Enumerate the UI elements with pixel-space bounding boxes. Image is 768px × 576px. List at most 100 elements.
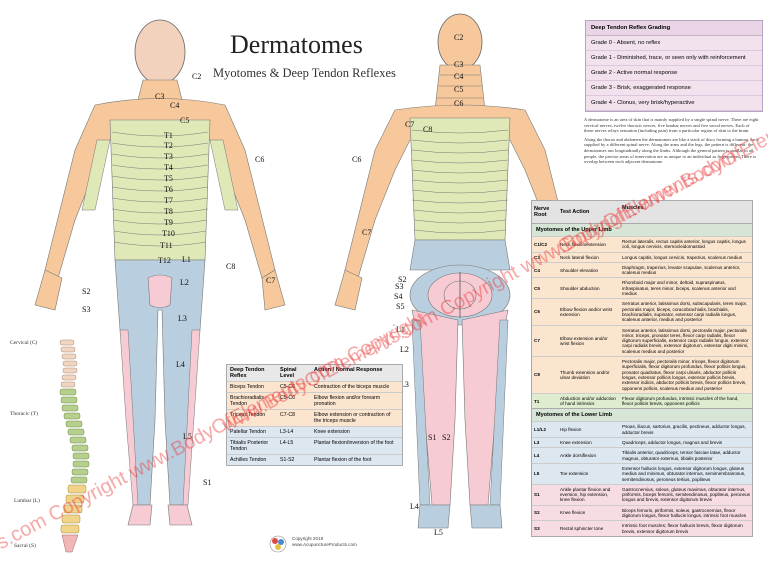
muscles-cell: Tibialis anterior, quadriceps, tensor fa… [622, 450, 741, 461]
upper-limb-title: Myotomes of the Upper Limb [532, 223, 752, 236]
response-cell: Elbow flexion and/or forearm pronation [314, 395, 381, 407]
nerve-root-cell: L1/L2 [534, 427, 546, 433]
muscles-cell: Gastrocnemius, soleus, gluteus maximus, … [622, 486, 750, 503]
nerve-root-cell: L5 [534, 471, 540, 477]
myotome-row: C5 Shoulder abduction Rhomboid major and m… [532, 277, 752, 299]
spinal-level-cell: C5-C6 [280, 395, 295, 401]
footer-copyright: Copyright 2018 [292, 536, 324, 541]
front-label-c3: C3 [155, 92, 165, 101]
header-level: Spinal Level [280, 367, 297, 379]
test-action-cell: Toe extension [560, 471, 589, 477]
back-label-l3: L3 [400, 380, 409, 389]
footer: Copyright 2018 www.AcupunctureProducts.c… [292, 536, 357, 548]
back-body [334, 13, 586, 529]
muscles-cell: Serratus anterior, latissimus dorsi, pec… [622, 327, 749, 354]
reflex-table: Deep Tendon Reflex Spinal Level Action /… [226, 364, 403, 466]
nerve-root-cell: S2 [534, 510, 540, 516]
spine-label-sacral: Sacral (S) [14, 543, 36, 549]
front-label-s3: S3 [82, 305, 91, 314]
test-action-cell: Shoulder abduction [560, 285, 600, 291]
reflex-name-cell: Biceps Tendon [230, 384, 264, 390]
back-label-c5: C5 [454, 85, 464, 94]
front-label-t6: T6 [164, 185, 173, 194]
nerve-root-cell: C3 [534, 254, 540, 260]
spine-illustration [59, 339, 90, 553]
back-label-l2: L2 [400, 345, 409, 354]
nerve-root-cell: T1 [534, 398, 540, 404]
myotome-row: L3 Knee extension Quadriceps, adductor lon… [532, 437, 752, 448]
reflex-name-cell: Tibialis Posterior Tendon [230, 440, 269, 452]
spine-label-lumbar: Lumbar (L) [14, 498, 40, 504]
muscles-cell: Intrinsic foot muscles; flexor hallucis … [622, 523, 743, 534]
test-action-cell: Neck flexion/extension [560, 241, 606, 247]
nerve-root-cell: C8 [534, 372, 540, 378]
front-label-c7: C7 [266, 276, 276, 285]
muscles-cell: Extensor hallucis longus, extensor digit… [622, 465, 746, 482]
myotome-row: L1/L2 Hip flexion Psoas, iliacus, sartoriu… [532, 421, 752, 438]
muscles-cell: Longus capitis, longus cervicis, trapezi… [622, 254, 743, 260]
intro-paragraph: A dermatome is an area of skin that is m… [584, 117, 759, 134]
back-label-c4: C4 [454, 72, 464, 81]
spinal-level-cell: L4-L5 [280, 440, 294, 446]
grading-row: Grade 2 - Active normal response [586, 66, 762, 81]
spinal-level-cell: C5-C6 [280, 384, 295, 390]
back-label-s2: S2 [398, 275, 407, 284]
back-label-c8: C8 [423, 125, 433, 134]
front-label-s1: S1 [203, 478, 212, 487]
back-label-l1: L1 [396, 325, 405, 334]
spinal-level-cell: S1-S2 [280, 457, 295, 463]
nerve-root-cell: C5 [534, 285, 540, 291]
spinal-level-cell: C7-C8 [280, 412, 295, 418]
front-label-s2: S2 [82, 287, 91, 296]
spine-label-cervical: Cervical (C) [10, 340, 38, 346]
test-action-cell: Elbow flexion and/or wrist extension [560, 306, 613, 317]
front-label-t9: T9 [164, 218, 173, 227]
muscles-cell: Flexor digitorum profundus, intrinsic mu… [622, 395, 739, 407]
nerve-root-cell: C4 [534, 267, 540, 273]
nerve-root-cell: C1/C2 [534, 241, 548, 247]
page-title: Dermatomes [230, 30, 363, 59]
myotome-table: Nerve Root Test Action Muscles Myotomes … [531, 200, 753, 537]
page-subtitle: Myotomes & Deep Tendon Reflexes [213, 66, 396, 80]
intro-paragraph: Along the thorax and abdomen the dermato… [584, 136, 759, 165]
reflex-grading-box: Deep Tendon Reflex Grading Grade 0 - Abs… [585, 20, 763, 112]
header-test-action: Test Action [560, 209, 590, 215]
front-label-c2: C2 [192, 72, 202, 81]
back-label-l4: L4 [410, 502, 419, 511]
muscles-cell: Quadriceps, adductor longus, magnus and … [622, 440, 723, 446]
response-cell: Contraction of the biceps muscle [314, 384, 390, 390]
nerve-root-cell: L3 [534, 440, 540, 446]
front-label-t5: T5 [164, 174, 173, 183]
back-label-c6: C6 [454, 99, 464, 108]
test-action-cell: Hip flexion [560, 427, 582, 433]
grading-row: Grade 0 - Absent, no reflex [586, 36, 762, 51]
response-cell: Knee extension [314, 429, 350, 435]
front-label-l2: L2 [180, 278, 189, 287]
back-label-s4: S4 [394, 292, 403, 301]
reflex-table-header: Deep Tendon Reflex Spinal Level Action /… [227, 365, 402, 381]
front-torso [109, 119, 211, 261]
front-label-c8: C8 [226, 262, 236, 271]
test-action-cell: Ankle dorsiflexion [560, 453, 597, 459]
back-label-l5: L5 [434, 528, 443, 537]
front-label-t1: T1 [164, 131, 173, 140]
nerve-root-cell: S1 [534, 492, 540, 498]
test-action-cell: Knee extension [560, 440, 592, 446]
front-label-c6: C6 [255, 155, 265, 164]
front-label-t8: T8 [164, 207, 173, 216]
muscles-cell: Psoas, iliacus, sartorius, gracilis, pec… [622, 424, 746, 435]
muscles-cell: Rhomboid major and minor, deltoid, supra… [622, 280, 736, 297]
